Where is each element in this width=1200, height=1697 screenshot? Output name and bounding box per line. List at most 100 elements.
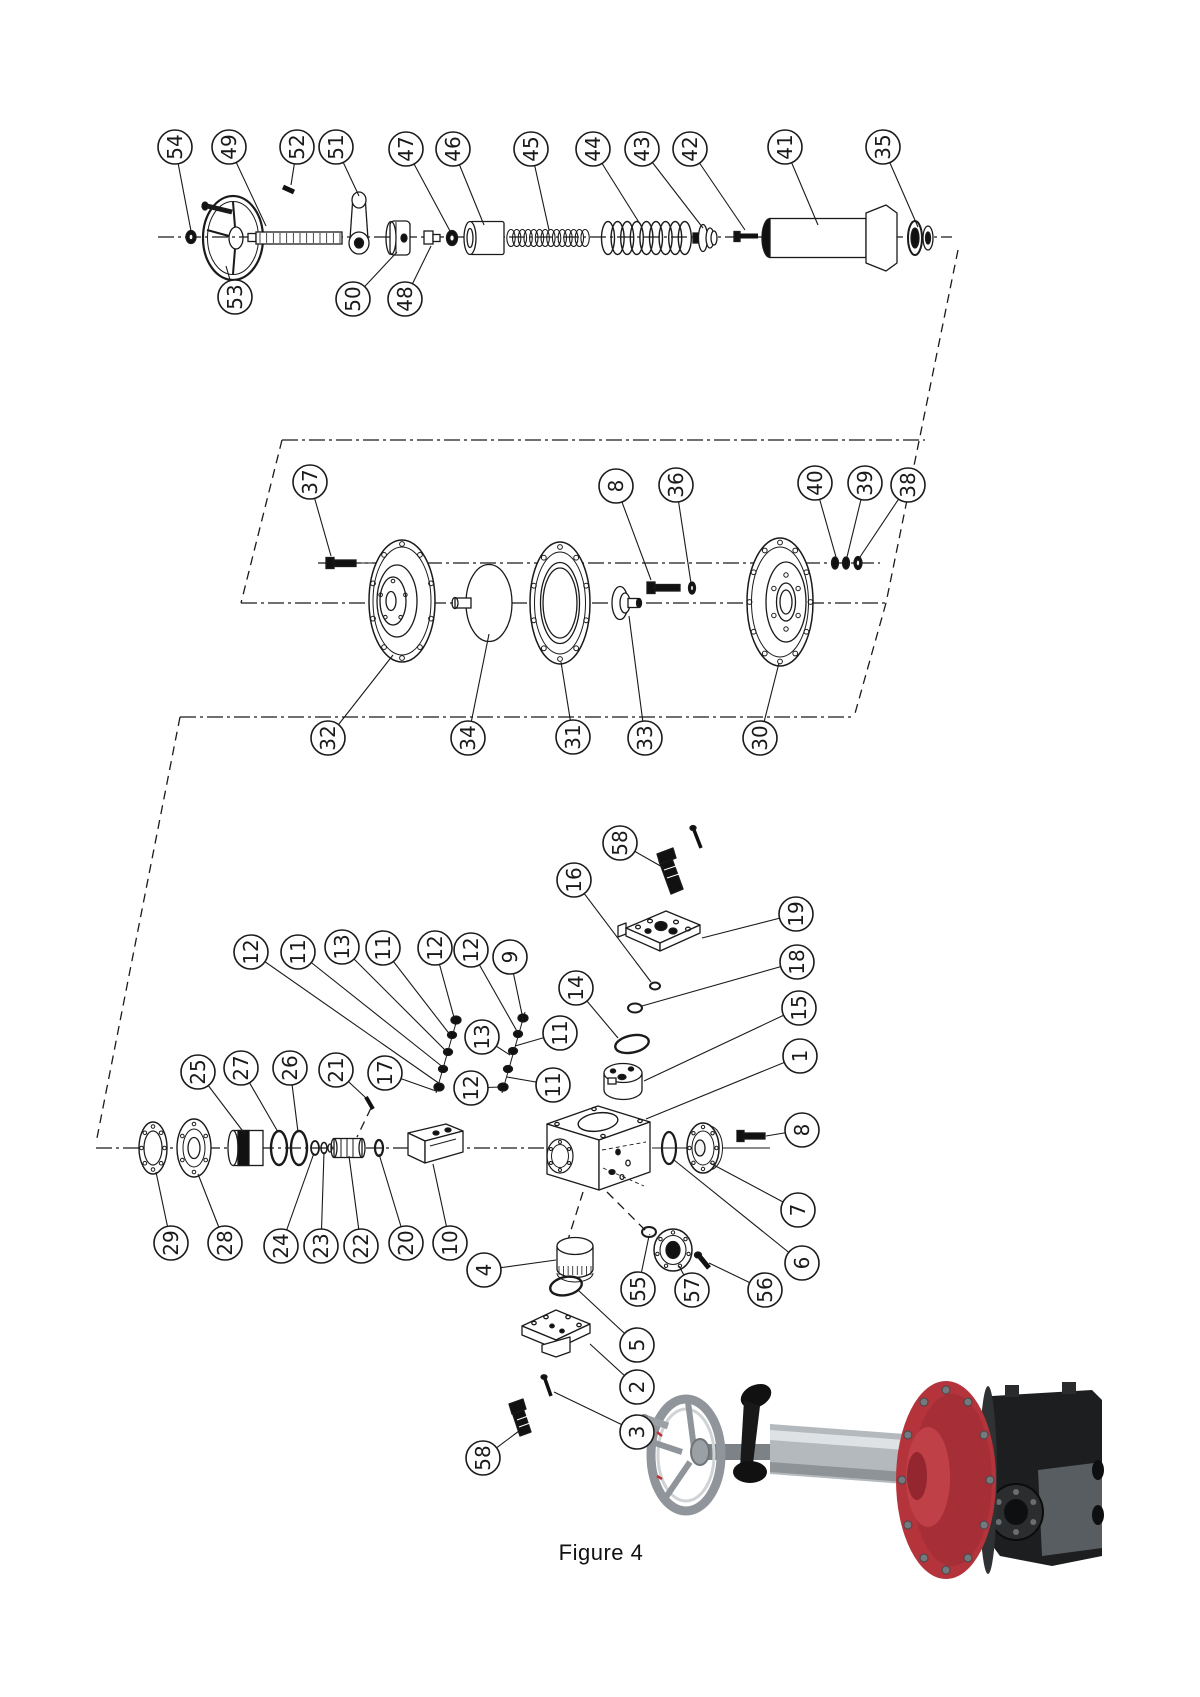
balloon-circle	[207, 1225, 243, 1261]
part-51-lever-arm	[351, 191, 367, 209]
balloon-27: 27	[223, 1050, 279, 1133]
balloon-number: 20	[394, 1230, 418, 1255]
balloon-number: 38	[896, 472, 920, 497]
photo-handwheel	[646, 1394, 726, 1516]
part-34-diaphragm	[465, 563, 513, 643]
balloon-33: 33	[627, 615, 663, 756]
balloon-circle	[558, 970, 594, 1006]
balloon-circle	[388, 1225, 424, 1261]
part-18-oring	[627, 1002, 643, 1014]
balloon-58: 58	[465, 1430, 520, 1476]
part-8-bolt-lower	[736, 1129, 745, 1143]
balloon-number: 15	[787, 995, 811, 1020]
balloon-number: 8	[790, 1124, 814, 1137]
part-8-bolt-mid	[646, 581, 656, 595]
balloon-circle	[658, 467, 694, 503]
balloon-37: 37	[292, 464, 332, 557]
balloon-12: 12	[417, 930, 456, 1022]
balloon-circle	[627, 720, 663, 756]
balloon-number: 13	[330, 934, 354, 959]
balloon-number: 35	[871, 134, 895, 159]
pin-axis	[356, 1107, 372, 1138]
balloon-circle	[310, 720, 346, 756]
balloon-number: 3	[625, 1426, 649, 1439]
balloon-29: 29	[153, 1171, 189, 1261]
balloon-number: 12	[423, 935, 447, 960]
part-44-spring	[600, 220, 692, 256]
balloon-circle	[453, 1070, 489, 1106]
balloon-circle	[365, 930, 401, 966]
axis-and-plane-lines	[95, 236, 959, 1247]
balloon-8: 8	[598, 468, 652, 581]
leader-line	[382, 947, 452, 1037]
balloon-circle	[602, 825, 638, 861]
leader-line	[645, 1055, 801, 1120]
balloon-circle	[779, 944, 815, 980]
balloon-number: 11	[286, 939, 310, 964]
figure-caption: Figure 4	[558, 1540, 644, 1565]
balloon-circle	[292, 464, 328, 500]
balloon-circle	[432, 1225, 468, 1261]
balloon-number: 8	[604, 480, 628, 493]
leader-line	[643, 1007, 800, 1082]
balloon-number: 12	[459, 1075, 483, 1100]
balloon-6: 6	[673, 1159, 820, 1281]
part-28-hub	[176, 1118, 212, 1178]
balloon-circle	[343, 1228, 379, 1264]
balloon-number: 53	[223, 284, 247, 309]
balloon-circle	[556, 862, 592, 898]
balloon-circle	[303, 1228, 339, 1264]
balloon-42: 42	[672, 131, 746, 231]
balloon-circle	[782, 1038, 818, 1074]
balloon-circle	[555, 719, 591, 755]
balloon-38: 38	[859, 467, 926, 558]
balloon-circle	[575, 131, 611, 167]
balloon-number: 5	[625, 1339, 649, 1352]
bolt-holes	[897, 1385, 995, 1575]
balloon-circle	[890, 467, 926, 503]
photo-hub	[690, 1438, 710, 1466]
balloon-circle	[324, 929, 360, 965]
part-31-flange-ring	[529, 541, 591, 665]
balloon-number: 7	[786, 1204, 810, 1217]
balloon-number: 1	[788, 1050, 812, 1063]
balloon-number: 11	[371, 935, 395, 960]
balloon-number: 23	[309, 1233, 333, 1258]
leader-line	[341, 946, 448, 1053]
balloon-circle	[217, 279, 253, 315]
balloon-number: 27	[229, 1055, 253, 1080]
part-42-screw	[733, 230, 741, 243]
balloon-number: 57	[680, 1277, 704, 1302]
balloon-12: 12	[453, 932, 519, 1034]
balloon-25: 25	[180, 1054, 246, 1135]
bolt-holes	[530, 544, 590, 662]
balloon-circle	[318, 129, 354, 165]
balloon-51: 51	[318, 129, 360, 197]
balloon-circle	[223, 1050, 259, 1086]
assembled-product-photo	[640, 1381, 1104, 1579]
balloon-circle	[767, 129, 803, 165]
balloon-number: 4	[472, 1264, 496, 1277]
balloon-number: 18	[785, 949, 809, 974]
balloon-11: 11	[514, 1015, 578, 1051]
balloon-7: 7	[709, 1162, 816, 1228]
balloon-circle	[781, 990, 817, 1026]
balloon-number: 34	[456, 725, 480, 750]
balloon-circle	[435, 131, 471, 167]
balloon-circle	[619, 1327, 655, 1363]
balloon-number: 41	[773, 134, 797, 159]
balloon-number: 40	[803, 470, 827, 495]
leader-line	[573, 879, 652, 983]
balloon-11: 11	[506, 1067, 571, 1103]
leader-line	[641, 961, 798, 1007]
balloon-14: 14	[558, 970, 619, 1039]
balloon-circle	[335, 281, 371, 317]
balloon-number: 14	[564, 975, 588, 1000]
balloon-8: 8	[765, 1112, 820, 1148]
part-5-oring	[549, 1275, 583, 1297]
balloon-12: 12	[233, 934, 441, 1085]
bolt-holes	[687, 1124, 719, 1172]
balloon-circle	[272, 1050, 308, 1086]
balloon-circle	[778, 896, 814, 932]
